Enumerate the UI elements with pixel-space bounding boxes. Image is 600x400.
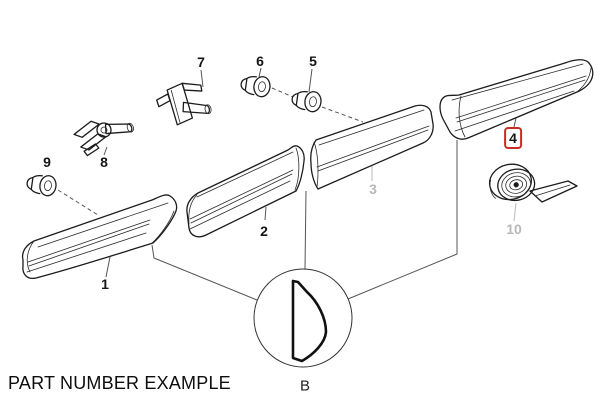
part-label-2[interactable]: 2	[260, 223, 268, 239]
part-label-5[interactable]: 5	[309, 53, 317, 69]
part-label-4-highlighted[interactable]: 4	[504, 127, 522, 149]
detail-circle-b	[253, 268, 353, 368]
moulding-1-drawing	[21, 194, 178, 280]
grommet-6-drawing	[240, 75, 271, 98]
clip-7-drawing	[156, 82, 212, 126]
grommet-9-drawing	[26, 174, 57, 197]
grommet-5-drawing	[291, 90, 322, 113]
part-label-8[interactable]: 8	[100, 154, 108, 170]
detail-label-b: B	[299, 377, 311, 395]
moulding-2-drawing	[186, 145, 305, 238]
caption-text: PART NUMBER EXAMPLE	[8, 373, 231, 393]
tape-roll-10-drawing	[488, 163, 578, 203]
part-label-10[interactable]: 10	[506, 221, 522, 237]
leader-lines	[57, 67, 517, 301]
moulding-4-drawing	[439, 59, 594, 140]
clip-8-drawing	[73, 120, 134, 157]
part-label-1[interactable]: 1	[101, 276, 109, 292]
moulding-3-drawing	[310, 104, 434, 190]
part-label-6[interactable]: 6	[256, 53, 264, 69]
part-label-9[interactable]: 9	[43, 154, 51, 170]
part-label-3[interactable]: 3	[369, 181, 377, 197]
part-label-7[interactable]: 7	[197, 54, 205, 70]
